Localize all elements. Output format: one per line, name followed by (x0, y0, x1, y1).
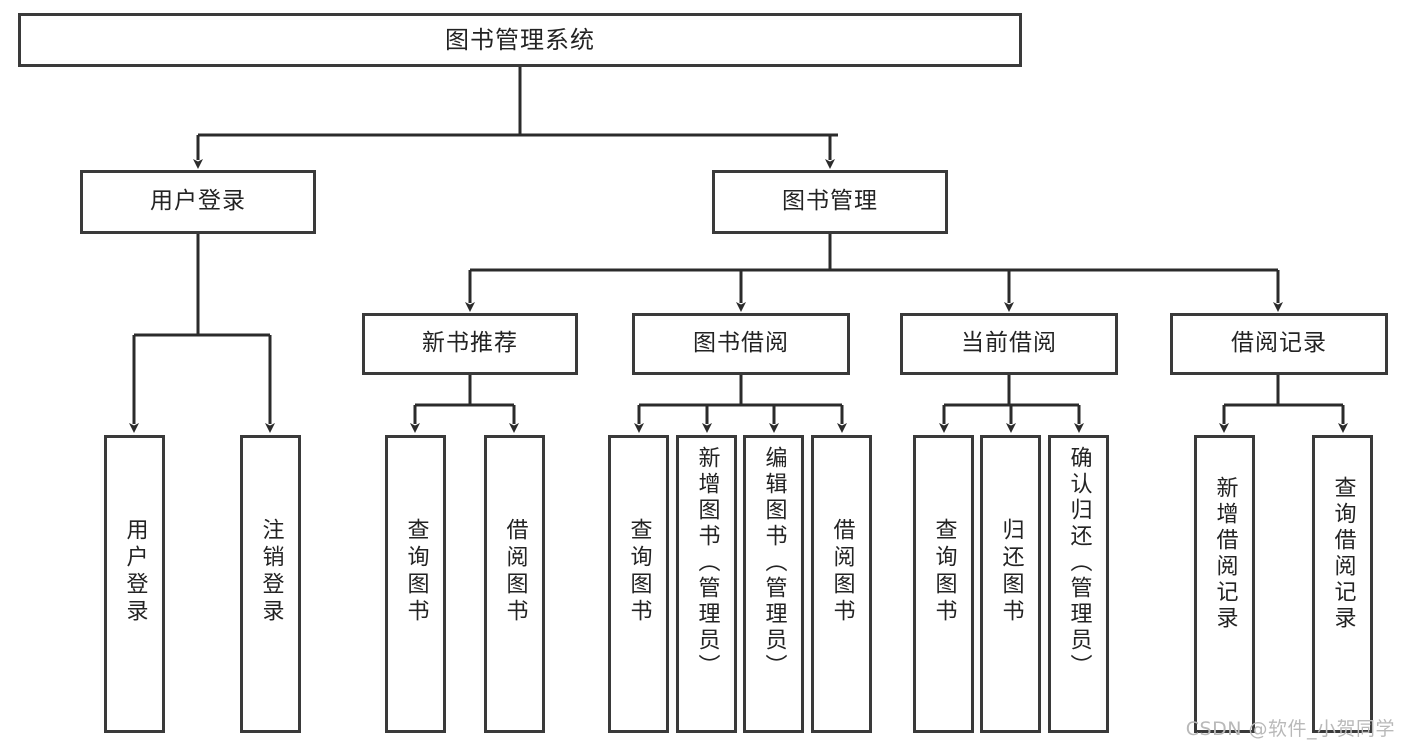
node-book-management[interactable]: 图书管理 (712, 170, 948, 234)
node-label: 查询图书 (626, 518, 652, 626)
node-label: 图书借阅 (693, 330, 789, 357)
leaf-query-book-current[interactable]: 查询图书 (913, 435, 974, 733)
leaf-query-book-borrow[interactable]: 查询图书 (608, 435, 669, 733)
node-label: 确认归还（管理员） (1066, 446, 1092, 680)
node-label: 借阅图书 (829, 518, 855, 626)
node-new-book-recommend[interactable]: 新书推荐 (362, 313, 578, 375)
node-label: 图书管理系统 (445, 25, 595, 54)
leaf-borrow-book[interactable]: 借阅图书 (811, 435, 872, 733)
leaf-confirm-return-admin[interactable]: 确认归还（管理员） (1048, 435, 1109, 733)
leaf-return-book[interactable]: 归还图书 (980, 435, 1041, 733)
node-label: 查询借阅记录 (1330, 476, 1356, 632)
node-current-borrow[interactable]: 当前借阅 (900, 313, 1118, 375)
node-label: 查询图书 (931, 518, 957, 626)
csdn-watermark: CSDN @软件_小贺同学 (1185, 718, 1395, 740)
node-label: 编辑图书（管理员） (761, 446, 787, 680)
node-label: 新书推荐 (422, 330, 518, 357)
leaf-borrow-book-newbook[interactable]: 借阅图书 (484, 435, 545, 733)
node-book-borrow[interactable]: 图书借阅 (632, 313, 850, 375)
node-label: 用户登录 (122, 518, 148, 626)
node-label: 归还图书 (998, 518, 1024, 626)
leaf-query-book-newbook[interactable]: 查询图书 (385, 435, 446, 733)
node-label: 借阅记录 (1231, 330, 1327, 357)
leaf-query-borrow-record[interactable]: 查询借阅记录 (1312, 435, 1373, 733)
leaf-edit-book-admin[interactable]: 编辑图书（管理员） (743, 435, 804, 733)
leaf-user-login[interactable]: 用户登录 (104, 435, 165, 733)
node-label: 新增借阅记录 (1212, 476, 1238, 632)
node-borrow-record[interactable]: 借阅记录 (1170, 313, 1388, 375)
node-user-login[interactable]: 用户登录 (80, 170, 316, 234)
node-label: 借阅图书 (502, 518, 528, 626)
node-label: 注销登录 (258, 518, 284, 626)
node-label: 图书管理 (782, 188, 878, 215)
node-label: 新增图书（管理员） (694, 446, 720, 680)
node-label: 当前借阅 (961, 330, 1057, 357)
node-root-system[interactable]: 图书管理系统 (18, 13, 1022, 67)
leaf-logout[interactable]: 注销登录 (240, 435, 301, 733)
leaf-add-borrow-record[interactable]: 新增借阅记录 (1194, 435, 1255, 733)
leaf-add-book-admin[interactable]: 新增图书（管理员） (676, 435, 737, 733)
node-label: 用户登录 (150, 188, 246, 215)
node-label: 查询图书 (403, 518, 429, 626)
